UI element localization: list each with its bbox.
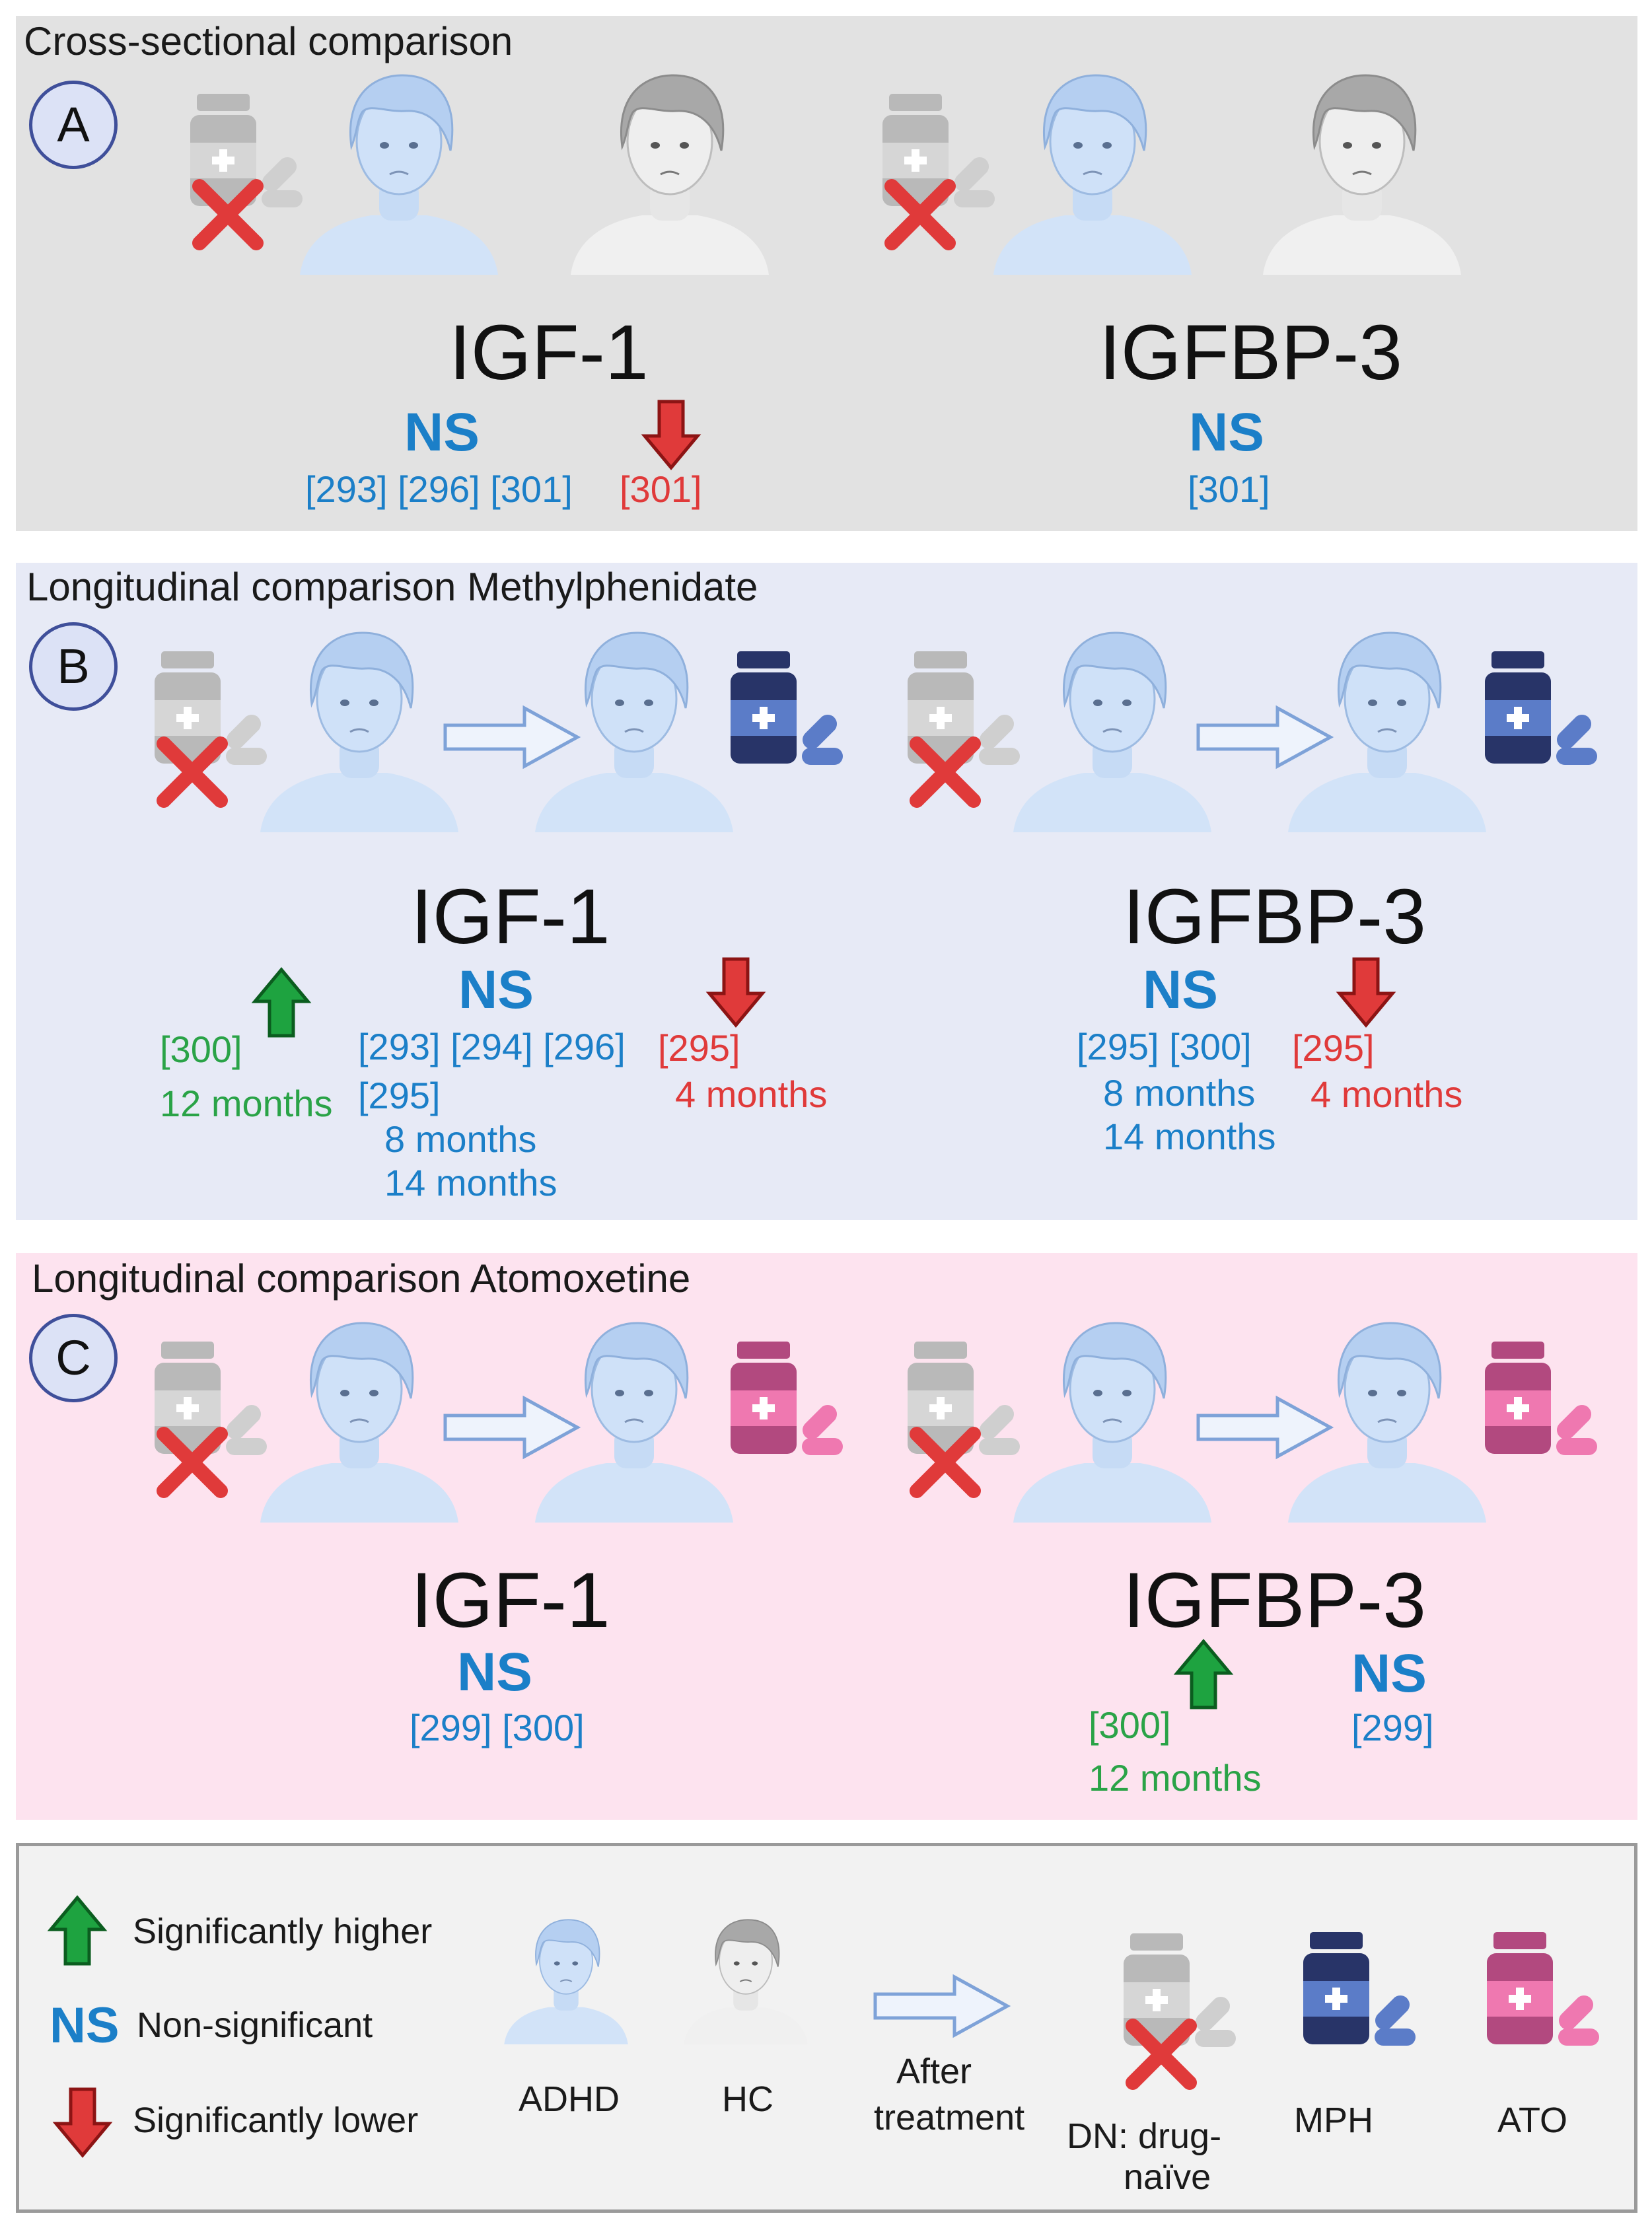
legend-ato-label: ATO (1497, 2100, 1568, 2140)
ns-time: 8 months (384, 1118, 537, 1160)
adhd-person-icon (1287, 631, 1488, 834)
arrow-up-icon (51, 1898, 104, 1964)
adhd-person-icon (259, 1322, 460, 1524)
legend-higher-label: Significantly higher (133, 1912, 433, 1951)
legend-ns-label: Non-significant (137, 2005, 373, 2045)
adhd-person-icon (259, 631, 460, 834)
legend-ns-symbol: NS (50, 1997, 120, 2054)
ns-label: NS (1143, 960, 1218, 1020)
adhd-person-icon (1012, 631, 1213, 834)
adhd-person-icon (534, 1322, 735, 1524)
ns-time: 14 months (1103, 1116, 1276, 1157)
mph-drug-icon (1303, 1932, 1416, 2046)
ns-label: NS (404, 402, 480, 462)
mph-drug-icon (731, 651, 843, 765)
legend-lower-label: Significantly lower (133, 2100, 419, 2140)
drug-naive-icon (155, 651, 267, 803)
drug-naive-icon (908, 1342, 1020, 1493)
lower-refs: [301] (620, 468, 702, 510)
adhd-person-icon (534, 631, 735, 834)
marker-igf1: IGF-1 (411, 873, 610, 960)
drug-naive-icon (882, 94, 995, 246)
hc-person-icon (1262, 74, 1462, 276)
ns-label: NS (458, 960, 534, 1020)
lower-refs: [295] (658, 1027, 740, 1069)
marker-igf1: IGF-1 (449, 309, 649, 396)
hc-person-icon (569, 74, 770, 276)
arrow-down-icon (709, 959, 762, 1025)
ns-label: NS (457, 1642, 532, 1702)
adhd-person-icon (992, 74, 1193, 276)
panel-b-title: Longitudinal comparison Methylphenidate (26, 565, 758, 609)
panel-c-title: Longitudinal comparison Atomoxetine (32, 1256, 691, 1301)
arrow-down-icon (645, 402, 698, 468)
ns-refs: [299] (1351, 1707, 1434, 1748)
arrow-down-icon (1340, 959, 1392, 1025)
legend-dn-label: naïve (1124, 2157, 1211, 2197)
drug-naive-icon (908, 651, 1020, 803)
arrow-down-icon (56, 2089, 109, 2155)
ns-refs: [295] [300] (1077, 1026, 1252, 1067)
higher-time: 12 months (160, 1083, 333, 1124)
marker-igfbp3: IGFBP-3 (1123, 873, 1426, 960)
adhd-person-icon (299, 74, 499, 276)
ato-drug-icon (1487, 1932, 1599, 2046)
legend-after-label: After (896, 2052, 972, 2091)
higher-time: 12 months (1089, 1757, 1262, 1799)
ato-drug-icon (731, 1342, 843, 1455)
panel-atomoxetine: Longitudinal comparison Atomoxetine C IG… (16, 1253, 1637, 1820)
adhd-person-icon (1287, 1322, 1488, 1524)
panel-a-title: Cross-sectional comparison (24, 19, 513, 63)
marker-igfbp3: IGFBP-3 (1099, 309, 1402, 396)
lower-refs: [295] (1292, 1027, 1375, 1069)
after-treatment-arrow-icon (875, 1973, 1007, 2039)
ns-time: 14 months (384, 1162, 557, 1203)
panel-b-badge: B (29, 622, 118, 711)
legend: Significantly higher NS Non-significant … (16, 1843, 1637, 2213)
drug-naive-icon (190, 94, 303, 246)
higher-refs: [300] (1089, 1704, 1171, 1746)
adhd-person-icon (503, 1919, 629, 2045)
adhd-person-icon (1012, 1322, 1213, 1524)
panel-cross-sectional: Cross-sectional comparison A IGF-1 NS [2… (16, 16, 1637, 531)
ns-label: NS (1189, 402, 1264, 462)
arrow-up-icon (1177, 1641, 1230, 1707)
ns-refs: [301] (1188, 468, 1270, 510)
panel-a-badge: A (29, 81, 118, 169)
panel-methylphenidate: Longitudinal comparison Methylphenidate … (16, 563, 1637, 1220)
marker-igf1: IGF-1 (411, 1557, 610, 1644)
arrow-up-icon (255, 970, 308, 1036)
legend-after-label: treatment (874, 2098, 1025, 2137)
lower-time: 4 months (1311, 1073, 1463, 1115)
drug-naive-icon (155, 1342, 267, 1493)
legend-mph-label: MPH (1294, 2100, 1373, 2140)
legend-dn-label: DN: drug- (1067, 2116, 1222, 2156)
ns-label: NS (1351, 1643, 1427, 1704)
panel-c-badge: C (29, 1314, 118, 1402)
ns-refs: [295] (358, 1075, 441, 1116)
ns-refs: [293] [296] [301] (305, 468, 573, 510)
legend-adhd-label: ADHD (519, 2079, 620, 2119)
ns-time: 8 months (1103, 1072, 1256, 1114)
ns-refs: [299] [300] (410, 1707, 585, 1748)
lower-time: 4 months (675, 1073, 828, 1115)
higher-refs: [300] (160, 1028, 242, 1070)
marker-igfbp3: IGFBP-3 (1123, 1557, 1426, 1644)
drug-naive-icon (1124, 1933, 1236, 2085)
legend-hc-label: HC (722, 2079, 773, 2119)
hc-person-icon (683, 1919, 808, 2045)
ns-refs: [293] [294] [296] (358, 1026, 626, 1067)
mph-drug-icon (1485, 651, 1597, 765)
ato-drug-icon (1485, 1342, 1597, 1455)
